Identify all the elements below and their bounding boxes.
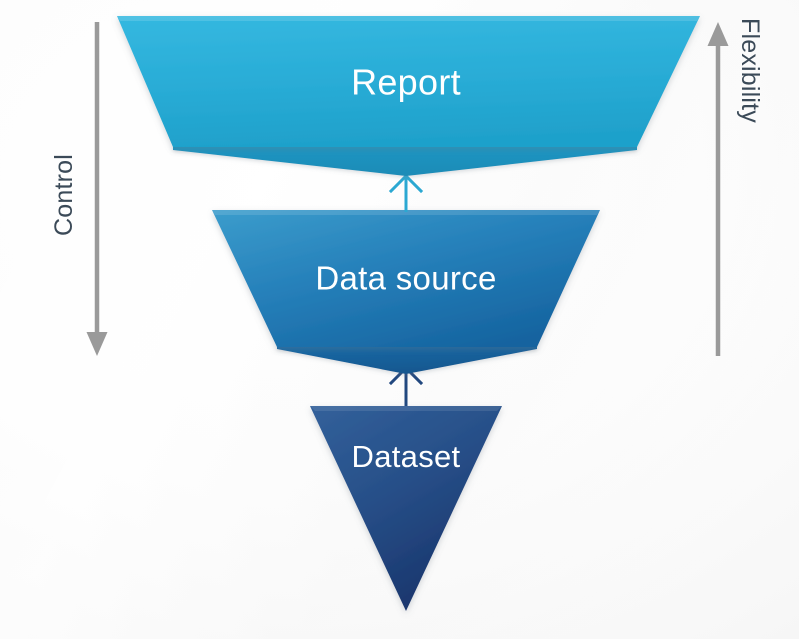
dataset-triangle[interactable] [310, 406, 502, 611]
axis-flexibility [707, 22, 729, 356]
connector-data-source-to-report [388, 173, 424, 212]
control-arrowhead-down-icon [86, 332, 108, 356]
report-top-highlight [117, 16, 700, 21]
data-source-label: Data source [315, 260, 496, 297]
data-source-fold [277, 345, 537, 374]
data-source-top-highlight [212, 210, 600, 215]
report-fold [173, 145, 637, 176]
axis-control [86, 22, 108, 356]
report-label: Report [351, 62, 461, 103]
stage-report[interactable] [117, 16, 700, 176]
control-axis-label: Control [50, 154, 78, 236]
data-source-trapezoid[interactable] [212, 210, 600, 347]
stage-dataset[interactable] [310, 406, 502, 611]
stage-data-source[interactable] [212, 210, 600, 374]
dataset-label: Dataset [352, 439, 461, 474]
dataset-top-highlight [310, 406, 502, 411]
flexibility-arrowhead-up-icon [707, 22, 729, 46]
flexibility-axis-label: Flexibility [736, 18, 764, 123]
report-trapezoid[interactable] [117, 16, 700, 147]
